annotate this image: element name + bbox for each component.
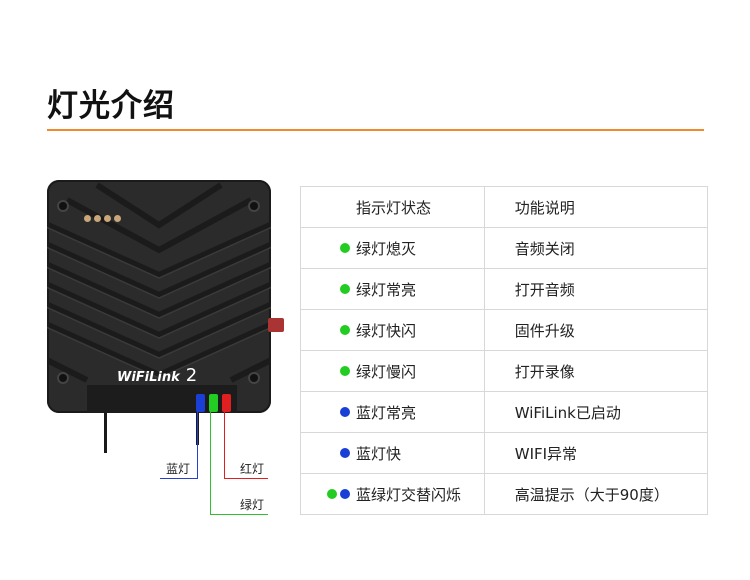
row-desc: WIFI异常 bbox=[483, 432, 709, 474]
row-desc: WiFiLink已启动 bbox=[483, 391, 709, 433]
row-desc: 打开录像 bbox=[483, 350, 709, 392]
device-version: 2 bbox=[185, 365, 198, 386]
blue-dot-icon bbox=[340, 448, 350, 458]
red-led bbox=[222, 394, 231, 412]
blue-led bbox=[196, 394, 205, 412]
green-dot-icon bbox=[340, 243, 350, 253]
row-state: 蓝灯快 bbox=[356, 444, 402, 463]
connector-pin bbox=[114, 215, 121, 222]
power-cable bbox=[268, 318, 284, 332]
row-desc: 音频关闭 bbox=[483, 227, 709, 269]
red-callout-line bbox=[224, 410, 225, 478]
blue-dot-icon bbox=[340, 407, 350, 417]
connector-pin bbox=[84, 215, 91, 222]
screw-icon bbox=[59, 202, 67, 210]
row-state: 蓝绿灯交替闪烁 bbox=[356, 485, 462, 504]
blue-led-label: 蓝灯 bbox=[166, 462, 191, 476]
table-row: 绿灯常亮 打开音频 bbox=[300, 268, 709, 310]
header-desc: 功能说明 bbox=[483, 186, 709, 228]
table-row: 绿灯慢闪 打开录像 bbox=[300, 350, 709, 392]
led-status-table: 指示灯状态 功能说明 绿灯熄灭 音频关闭 绿灯常亮 打开音频 绿灯快闪 固件升级… bbox=[300, 186, 709, 515]
row-state: 蓝灯常亮 bbox=[356, 403, 417, 422]
table-header-row: 指示灯状态 功能说明 bbox=[300, 186, 709, 228]
row-state: 绿灯慢闪 bbox=[356, 362, 417, 381]
screw-icon bbox=[250, 374, 258, 382]
connector-pin bbox=[94, 215, 101, 222]
connector-pin bbox=[104, 215, 111, 222]
green-dot-icon bbox=[327, 489, 337, 499]
green-callout-line bbox=[210, 514, 268, 515]
red-callout-line bbox=[224, 478, 268, 479]
title-divider bbox=[47, 129, 704, 131]
blue-dot-icon bbox=[340, 489, 350, 499]
green-led bbox=[209, 394, 218, 412]
table-row: 蓝灯常亮 WiFiLink已启动 bbox=[300, 391, 709, 433]
table-row: 绿灯熄灭 音频关闭 bbox=[300, 227, 709, 269]
antenna-wire bbox=[104, 413, 107, 453]
device-ridge-pattern bbox=[47, 182, 271, 383]
row-desc: 打开音频 bbox=[483, 268, 709, 310]
table-row: 蓝灯快 WIFI异常 bbox=[300, 432, 709, 474]
row-state: 绿灯快闪 bbox=[356, 321, 417, 340]
green-dot-icon bbox=[340, 325, 350, 335]
blue-callout-line bbox=[160, 478, 198, 479]
table-row: 蓝绿灯交替闪烁 高温提示（大于90度） bbox=[300, 473, 709, 515]
green-dot-icon bbox=[340, 284, 350, 294]
table-row: 绿灯快闪 固件升级 bbox=[300, 309, 709, 351]
green-callout-line bbox=[210, 410, 211, 514]
green-dot-icon bbox=[340, 366, 350, 376]
row-desc: 固件升级 bbox=[483, 309, 709, 351]
screw-icon bbox=[59, 374, 67, 382]
green-led-label: 绿灯 bbox=[240, 498, 265, 512]
header-state: 指示灯状态 bbox=[356, 198, 432, 217]
row-desc: 高温提示（大于90度） bbox=[483, 473, 709, 515]
red-led-label: 红灯 bbox=[240, 462, 265, 476]
row-state: 绿灯熄灭 bbox=[356, 239, 417, 258]
row-state: 绿灯常亮 bbox=[356, 280, 417, 299]
screw-icon bbox=[250, 202, 258, 210]
blue-callout-line bbox=[197, 410, 198, 478]
page-title: 灯光介绍 bbox=[47, 88, 175, 124]
